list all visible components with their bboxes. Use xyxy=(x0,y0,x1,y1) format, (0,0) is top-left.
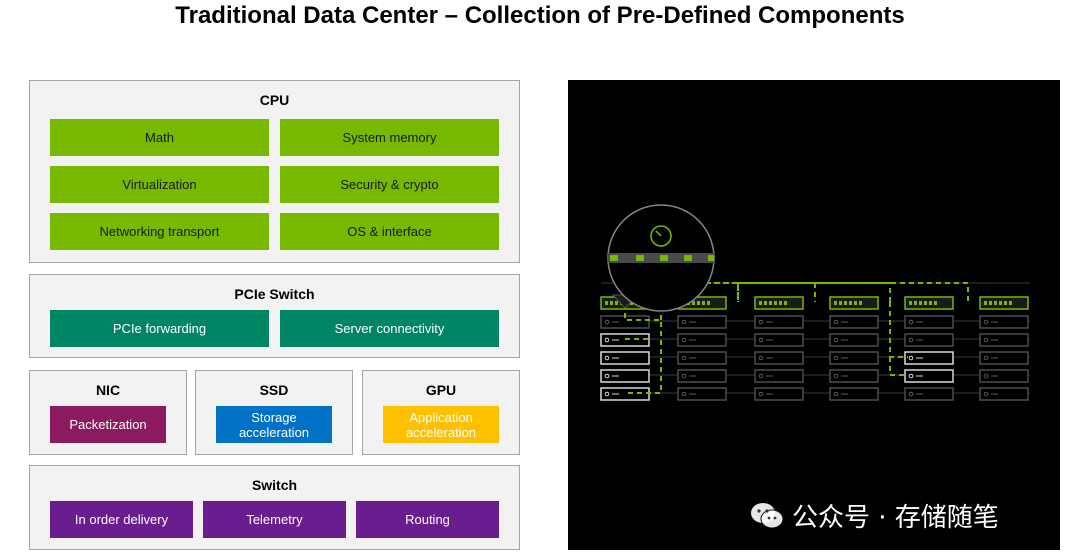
server-unit xyxy=(904,387,954,401)
gauge-icon xyxy=(650,225,672,247)
server-unit xyxy=(677,369,727,383)
server-unit xyxy=(979,369,1029,383)
server-unit xyxy=(979,351,1029,365)
ssd-panel: SSD Storage acceleration xyxy=(195,370,353,455)
nic-title: NIC xyxy=(95,382,121,398)
server-unit xyxy=(754,387,804,401)
server-unit xyxy=(904,333,954,347)
server-unit xyxy=(979,333,1029,347)
server-unit xyxy=(904,351,954,365)
switch-title: Switch xyxy=(251,477,298,493)
server-unit xyxy=(600,369,650,383)
ssd-title: SSD xyxy=(259,382,289,398)
cpu-item-os-interface: OS & interface xyxy=(280,213,499,250)
nic-panel: NIC Packetization xyxy=(29,370,187,455)
server-unit xyxy=(829,351,879,365)
switch-item-telemetry: Telemetry xyxy=(203,501,346,538)
cpu-panel: CPU Math System memory Virtualization Se… xyxy=(29,80,520,263)
cpu-title: CPU xyxy=(259,92,290,108)
server-unit xyxy=(754,351,804,365)
cpu-item-virtualization: Virtualization xyxy=(50,166,269,203)
cpu-item-security-crypto: Security & crypto xyxy=(280,166,499,203)
gpu-item-application-acceleration: Application acceleration xyxy=(383,406,499,443)
server-unit xyxy=(677,333,727,347)
watermark-text: 公众号 · 存储随笔 xyxy=(792,503,999,533)
watermark: 公众号 · 存储随笔 xyxy=(750,497,999,534)
pcie-item-server-connectivity: Server connectivity xyxy=(280,310,499,347)
switch-panel: Switch In order delivery Telemetry Routi… xyxy=(29,465,520,550)
switch-item-in-order-delivery: In order delivery xyxy=(50,501,193,538)
nic-item-packetization: Packetization xyxy=(50,406,166,443)
cpu-item-system-memory: System memory xyxy=(280,119,499,156)
data-center-illustration xyxy=(568,80,1060,550)
server-unit xyxy=(754,369,804,383)
page-title: Traditional Data Center – Collection of … xyxy=(175,2,905,29)
server-unit xyxy=(754,333,804,347)
server-unit xyxy=(829,333,879,347)
server-unit xyxy=(904,369,954,383)
server-unit xyxy=(677,387,727,401)
server-unit xyxy=(677,315,727,329)
pcie-switch-title: PCIe Switch xyxy=(234,286,315,302)
cpu-item-networking-transport: Networking transport xyxy=(50,213,269,250)
server-unit xyxy=(754,315,804,329)
pcie-item-forwarding: PCIe forwarding xyxy=(50,310,269,347)
gpu-title: GPU xyxy=(425,382,457,398)
server-unit xyxy=(979,315,1029,329)
server-unit xyxy=(829,369,879,383)
server-unit xyxy=(600,351,650,365)
server-unit xyxy=(979,387,1029,401)
server-unit xyxy=(677,351,727,365)
cpu-item-math: Math xyxy=(50,119,269,156)
switch-item-routing: Routing xyxy=(356,501,499,538)
server-rack-icon xyxy=(600,204,1030,401)
pcie-switch-panel: PCIe Switch PCIe forwarding Server conne… xyxy=(29,274,520,358)
server-unit xyxy=(829,315,879,329)
server-unit xyxy=(829,387,879,401)
server-unit xyxy=(904,315,954,329)
wechat-icon xyxy=(751,502,784,528)
gpu-panel: GPU Application acceleration xyxy=(362,370,520,455)
ssd-item-storage-acceleration: Storage acceleration xyxy=(216,406,332,443)
